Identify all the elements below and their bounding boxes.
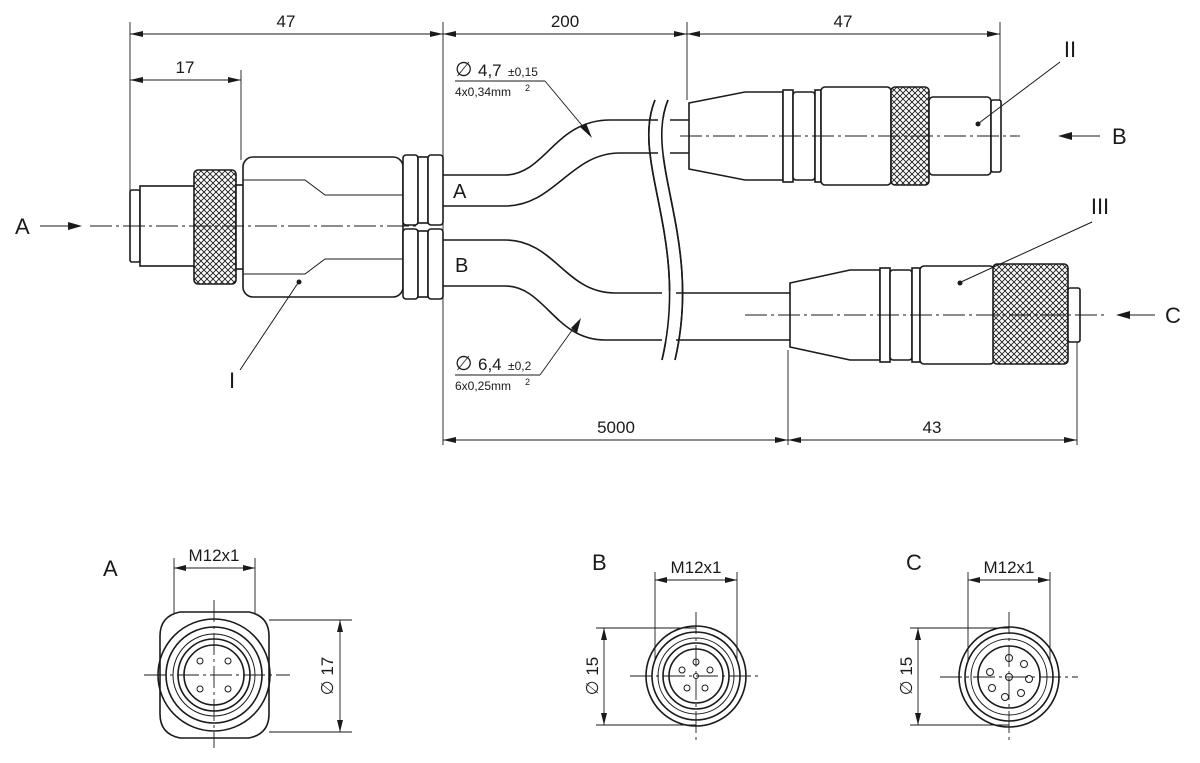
- branch-label-lower: B: [455, 255, 468, 277]
- branch-label-upper: A: [453, 181, 467, 203]
- dim-top-middle: 200: [551, 12, 579, 31]
- cables: A B: [443, 99, 790, 361]
- dim-bottom-cable: 5000: [597, 418, 635, 437]
- part-label-upper: II: [1064, 37, 1076, 62]
- view-arrow-b-label: B: [1112, 124, 1127, 149]
- cable-conductors-upper: 4x0,34mm: [455, 85, 511, 99]
- end-view-c-title: C: [906, 550, 922, 575]
- cable-diameter-upper: 4,7: [478, 61, 502, 80]
- part-label-main: I: [229, 368, 235, 393]
- cable-diameter-lower: 6,4: [478, 355, 502, 374]
- cable-conductors-upper-sup: 2: [525, 83, 530, 93]
- lower-connector: III: [745, 194, 1109, 365]
- top-dimensions: 47 17 200 47: [129, 12, 1001, 445]
- end-view-b-diameter: ∅ 15: [583, 657, 602, 695]
- cable-conductors-lower-sup: 2: [525, 377, 530, 387]
- diameter-symbol-upper: ∅: [455, 59, 472, 81]
- end-view-a-diameter: ∅ 17: [318, 657, 337, 695]
- cable-tolerance-lower: ±0,2: [508, 359, 532, 373]
- dim-top-right: 47: [834, 12, 853, 31]
- dim-bottom-right: 43: [923, 418, 942, 437]
- cable-spec-upper: ∅ 4,7 ±0,15 4x0,34mm 2: [455, 59, 592, 138]
- view-arrow-a: A: [15, 214, 82, 239]
- dim-top-left-inner: 17: [176, 58, 195, 77]
- cable-tolerance-upper: ±0,15: [508, 65, 538, 79]
- bottom-dimensions: 5000 43: [443, 300, 1078, 445]
- dim-top-left-total: 47: [277, 12, 296, 31]
- end-view-a-thread: M12x1: [188, 546, 239, 565]
- end-view-a: A M12x1 ∅ 17: [103, 546, 352, 748]
- part-label-lower: III: [1091, 194, 1109, 219]
- view-arrow-c: C: [1116, 303, 1181, 328]
- end-view-a-title: A: [103, 556, 118, 581]
- view-arrow-b: B: [1058, 124, 1127, 149]
- end-view-b: B M12x1 ∅ 15: [583, 550, 762, 740]
- end-view-b-title: B: [592, 550, 607, 575]
- cable-spec-lower: ∅ 6,4 ±0,2 6x0,25mm 2: [455, 318, 581, 393]
- upper-connector: II: [680, 37, 1076, 186]
- view-arrow-c-label: C: [1165, 303, 1181, 328]
- view-arrow-a-label: A: [15, 214, 30, 239]
- diameter-symbol-lower: ∅: [455, 353, 472, 375]
- end-view-b-thread: M12x1: [670, 558, 721, 577]
- end-view-c-thread: M12x1: [983, 558, 1034, 577]
- cable-conductors-lower: 6x0,25mm: [455, 379, 511, 393]
- main-connector: I: [90, 154, 444, 393]
- end-view-c: C M12x1 ∅ 15: [897, 550, 1078, 740]
- end-view-c-diameter: ∅ 15: [897, 657, 916, 695]
